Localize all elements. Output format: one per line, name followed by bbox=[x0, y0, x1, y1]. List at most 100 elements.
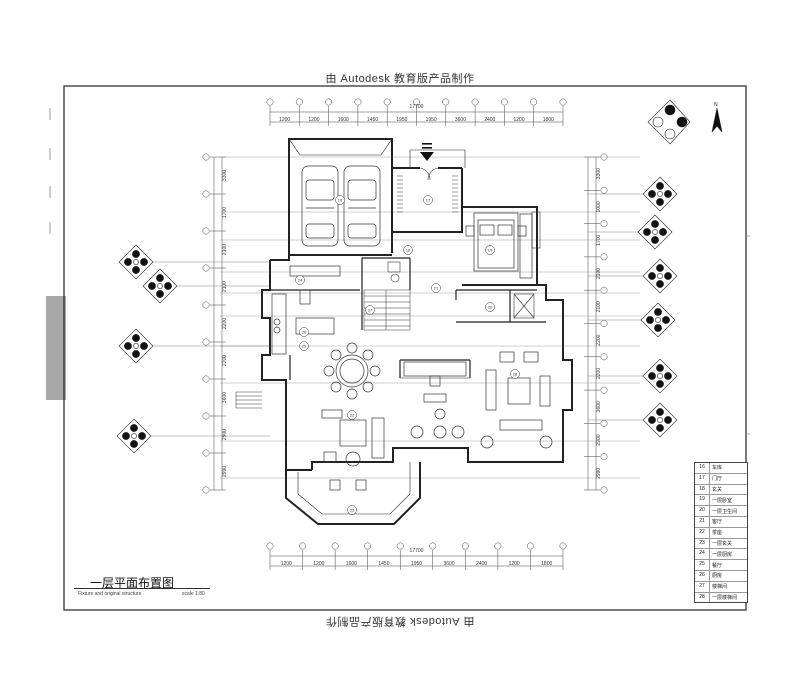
dimension-strip-left bbox=[202, 153, 226, 494]
grid-symbol-dot bbox=[664, 272, 672, 280]
room-tag-circle bbox=[299, 327, 309, 337]
title-underline bbox=[74, 588, 210, 589]
room-tag-number: 27 bbox=[368, 308, 373, 313]
dim-value: 2990 bbox=[222, 466, 228, 477]
dim-value: 1200 bbox=[279, 117, 290, 123]
room-tag-circle bbox=[299, 341, 309, 351]
axis-bubble bbox=[600, 486, 608, 494]
grid-lines bbox=[220, 156, 640, 479]
grid-symbol-dot bbox=[656, 424, 664, 432]
bedroom-bed bbox=[465, 212, 533, 279]
grid-axis-symbols bbox=[116, 176, 678, 454]
room-tag-circle bbox=[347, 505, 357, 515]
grid-symbol-center bbox=[652, 229, 658, 235]
axis-bubble bbox=[202, 375, 210, 383]
axis-bubble bbox=[600, 186, 608, 194]
dim-value: 1600 bbox=[346, 561, 357, 567]
grid-symbol-dot bbox=[164, 282, 172, 290]
axis-bubble bbox=[325, 98, 333, 106]
legend-number: 28 bbox=[695, 592, 710, 603]
room-tag-number: 16 bbox=[338, 198, 343, 203]
car-right bbox=[343, 165, 381, 247]
compass-north-label: N bbox=[714, 102, 718, 108]
dim-value: 3600 bbox=[596, 401, 602, 412]
dim-value: 1950 bbox=[426, 117, 437, 123]
grid-symbol-dot bbox=[664, 190, 672, 198]
center-furniture bbox=[403, 361, 467, 420]
axis-bubble bbox=[526, 542, 534, 550]
room-tag-number: 18 bbox=[406, 248, 411, 253]
dim-value: 2100 bbox=[222, 281, 228, 292]
axis-bubble bbox=[202, 449, 210, 457]
grid-symbol-dot bbox=[656, 182, 664, 190]
legend-label: 门厅 bbox=[712, 476, 723, 483]
dim-value: 2200 bbox=[222, 355, 228, 366]
room-tag-number: 19 bbox=[488, 248, 493, 253]
axis-bubble bbox=[600, 419, 608, 427]
axis-bubble bbox=[295, 98, 303, 106]
axis-bubble bbox=[600, 286, 608, 294]
dimension-strip-bottom bbox=[266, 542, 567, 570]
room-tag-number: 25 bbox=[302, 344, 307, 349]
grid-symbol-dot bbox=[651, 236, 659, 244]
legend-number: 16 bbox=[695, 463, 710, 473]
legend-number: 26 bbox=[695, 570, 710, 581]
dim-value: 1200 bbox=[513, 117, 524, 123]
axis-bubble bbox=[202, 412, 210, 420]
dim-value: 1200 bbox=[308, 117, 319, 123]
legend-number: 24 bbox=[695, 549, 710, 560]
axis-bubble bbox=[413, 98, 420, 106]
dim-value: 1800 bbox=[543, 117, 554, 123]
axis-bubble bbox=[354, 98, 362, 106]
dim-value: 1200 bbox=[509, 561, 520, 567]
dim-value: 2200 bbox=[596, 334, 602, 345]
room-tag-circle bbox=[423, 195, 433, 205]
grid-symbol-dot bbox=[124, 258, 132, 266]
axis-bubble bbox=[559, 98, 567, 106]
grid-symbol-dot bbox=[656, 408, 664, 416]
dim-value: 2200 bbox=[222, 318, 228, 329]
grid-symbol-dot bbox=[132, 266, 140, 274]
grid-symbol-dot bbox=[132, 350, 140, 358]
vestibule-wall bbox=[391, 168, 463, 233]
room-tag-circle bbox=[510, 369, 520, 379]
grid-symbol-dot bbox=[122, 432, 130, 440]
dim-value: 2100 bbox=[596, 268, 602, 279]
dim-value: 2200 bbox=[596, 368, 602, 379]
grid-symbol-dot bbox=[656, 264, 664, 272]
dim-value: 2400 bbox=[476, 561, 487, 567]
legend-number: 17 bbox=[695, 473, 710, 484]
grid-symbol-dot bbox=[656, 198, 664, 206]
vestibule-hatch bbox=[397, 175, 458, 213]
grid-symbol-center bbox=[655, 317, 661, 323]
sidebar-tab[interactable] bbox=[46, 296, 66, 400]
grid-symbol-dot bbox=[140, 342, 148, 350]
grid-symbol-dot bbox=[148, 282, 156, 290]
grid-symbol-dot bbox=[656, 364, 664, 372]
watermark-top: 由 Autodesk 教育版产品制作 bbox=[325, 73, 475, 85]
grid-symbol-dot bbox=[643, 228, 651, 236]
grid-symbol-dot bbox=[156, 274, 164, 282]
dim-value: 3300 bbox=[596, 168, 602, 179]
legend-number: 23 bbox=[695, 538, 710, 549]
legend-number: 21 bbox=[695, 516, 710, 527]
grid-symbol-dot bbox=[651, 220, 659, 228]
axis-bubble bbox=[600, 320, 608, 327]
room-tag-circle bbox=[485, 302, 495, 312]
room-tag-number: 26 bbox=[302, 330, 307, 335]
axis-bubble bbox=[396, 542, 404, 550]
dim-value: 1950 bbox=[396, 117, 407, 123]
legend-number: 22 bbox=[695, 527, 710, 538]
grid-symbol-center bbox=[131, 433, 137, 439]
round-dining-table bbox=[323, 342, 381, 400]
legend-number: 27 bbox=[695, 581, 710, 592]
dim-value: 3600 bbox=[455, 117, 466, 123]
